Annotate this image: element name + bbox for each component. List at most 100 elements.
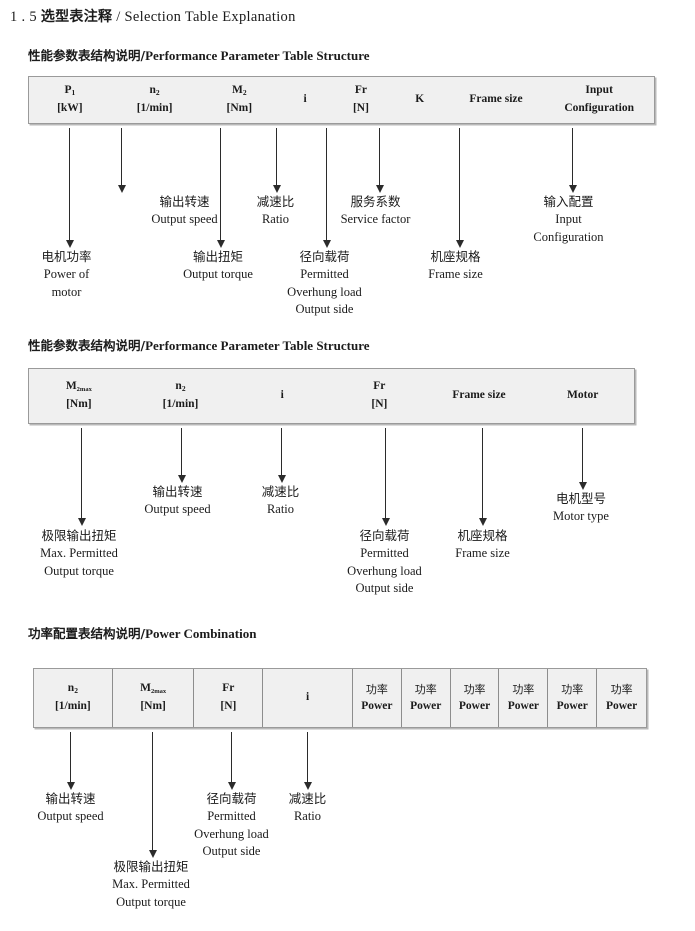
section-1-heading: 性能参数表结构说明/Performance Parameter Table St… <box>28 45 370 64</box>
table-1-col-frame-size-symbol: Frame size <box>469 93 523 106</box>
table-1-col-n2-unit: [1/min] <box>136 102 173 114</box>
arrow-to-permitted-overhung-load-2 <box>381 428 390 526</box>
note-output-speed-2-en-1: Output speed <box>144 501 211 516</box>
table-1-col-i: i <box>280 77 330 123</box>
table-3-col-power-6: 功率 Power <box>596 669 646 727</box>
table-2-col-m2max: M2max [Nm] <box>29 369 129 423</box>
table-3-col-power-1-en: Power <box>361 699 393 712</box>
arrow-to-motor-type <box>578 428 587 490</box>
note-ratio-3: 减速比 Ratio <box>280 790 335 826</box>
table-1-col-fr-unit: [N] <box>352 102 369 114</box>
note-input-configuration-cn: 输入配置 <box>543 194 594 209</box>
table-3-col-power-3-cn: 功率 <box>463 682 486 696</box>
note-power-of-motor-cn: 电机功率 <box>41 249 92 264</box>
table-3-col-power-5-cn: 功率 <box>561 682 584 696</box>
page-title-english: Selection Table Explanation <box>124 9 296 25</box>
note-input-configuration-en-2: Configuration <box>533 229 604 244</box>
note-ratio-en-1: Ratio <box>261 211 290 226</box>
arrow-to-ratio-3 <box>303 732 312 790</box>
arrow-to-permitted-overhung-load-3 <box>227 732 236 790</box>
note-max-permitted-output-torque: 极限输出扭矩 Max. Permitted Output torque <box>24 527 134 580</box>
arrow-to-output-torque <box>216 128 225 248</box>
table-2-col-frame-size: Frame size <box>427 369 532 423</box>
note-service-factor-en-1: Service factor <box>340 211 411 226</box>
table-1-col-frame-size: Frame size <box>448 77 545 123</box>
arrow-to-service-factor <box>375 128 384 193</box>
table-3-col-n2-symbol: n2 <box>67 682 78 696</box>
section-1-heading-english: Performance Parameter Table Structure <box>145 48 370 63</box>
note-input-configuration: 输入配置 Input Configuration <box>528 193 609 246</box>
note-permitted-overhung-load-2-en-1: Permitted <box>360 545 409 560</box>
table-1-col-m2: M2 [Nm] <box>198 77 280 123</box>
note-output-torque-en-1: Output torque <box>183 266 253 281</box>
table-3-col-fr: Fr [N] <box>193 669 262 727</box>
note-permitted-overhung-load-2-cn: 径向载荷 <box>359 528 410 543</box>
section-3-heading-english: Power Combination <box>145 626 257 641</box>
table-1-col-m2-symbol: M2 <box>232 84 247 98</box>
table-1-col-p1-symbol: P1 <box>64 84 76 98</box>
note-permitted-overhung-load-2-en-3: Output side <box>355 581 414 596</box>
arrow-to-input-configuration <box>568 128 577 193</box>
note-service-factor: 服务系数 Service factor <box>331 193 420 229</box>
note-output-speed: 输出转速 Output speed <box>112 193 257 229</box>
table-1-col-p1-unit: [kW] <box>57 102 83 114</box>
arrow-to-output-speed-2 <box>177 428 186 483</box>
table-2-col-fr-unit: [N] <box>371 398 388 410</box>
table-1-col-p1: P1 [kW] <box>29 77 111 123</box>
note-frame-size-2: 机座规格 Frame size <box>446 527 519 563</box>
note-permitted-overhung-load-3-cn: 径向载荷 <box>206 791 257 806</box>
table-3-col-power-4-cn: 功率 <box>512 682 535 696</box>
arrow-to-ratio-2 <box>277 428 286 483</box>
note-permitted-overhung-load-3-en-2: Overhung load <box>194 826 269 841</box>
note-service-factor-cn: 服务系数 <box>350 194 401 209</box>
table-3-col-i: i <box>262 669 352 727</box>
note-motor-type: 电机型号 Motor type <box>545 490 617 526</box>
note-input-configuration-en-1: Input <box>555 211 582 226</box>
table-3-col-power-3-en: Power <box>458 699 491 712</box>
table-3-col-fr-symbol: Fr <box>222 682 235 695</box>
table-3-col-power-2: 功率 Power <box>400 669 450 727</box>
power-combination-table: n2 [1/min] M2max [Nm] Fr [N] i 功率 Power … <box>33 668 647 728</box>
section-2-heading-english: Performance Parameter Table Structure <box>145 338 370 353</box>
note-max-permitted-output-torque-3-cn: 极限输出扭矩 <box>113 859 189 874</box>
note-output-speed-2: 输出转速 Output speed <box>140 483 215 519</box>
table-1-col-m2-unit: [Nm] <box>226 102 253 114</box>
table-1-col-input-configuration: Input Configuration <box>544 77 654 123</box>
arrow-to-output-speed <box>117 128 126 193</box>
table-3-col-power-2-en: Power <box>410 699 442 712</box>
table-2-col-m2max-symbol: M2max <box>65 380 92 394</box>
note-frame-size: 机座规格 Frame size <box>419 248 492 284</box>
note-ratio-3-en-1: Ratio <box>293 808 322 823</box>
table-3-col-power-3: 功率 Power <box>449 669 499 727</box>
arrow-to-frame-size-2 <box>478 428 487 526</box>
table-2-col-n2-symbol: n2 <box>175 380 186 394</box>
table-1-col-n2-symbol: n2 <box>149 84 160 98</box>
table-3-col-power-1-cn: 功率 <box>365 682 388 696</box>
table-1-col-k-symbol: K <box>415 93 425 106</box>
note-max-permitted-output-torque-en-2: Output torque <box>44 563 114 578</box>
note-ratio-2: 减速比 Ratio <box>253 483 308 519</box>
note-power-of-motor-en-1: Power of <box>43 266 90 281</box>
note-frame-size-2-en-1: Frame size <box>455 545 510 560</box>
note-output-torque-cn: 输出扭矩 <box>192 249 243 264</box>
table-2-col-i-symbol: i <box>280 389 284 402</box>
note-permitted-overhung-load-en-1: Permitted <box>300 266 349 281</box>
table-1-col-fr-symbol: Fr <box>354 84 367 97</box>
table-3-col-power-2-cn: 功率 <box>414 682 437 696</box>
performance-parameter-table-2: M2max [Nm] n2 [1/min] i Fr [N] Frame siz… <box>28 368 635 424</box>
table-2-col-frame-size-symbol: Frame size <box>452 389 506 402</box>
table-2-col-m2max-unit: [Nm] <box>66 398 92 410</box>
note-output-speed-2-cn: 输出转速 <box>152 484 203 499</box>
note-power-of-motor-en-2: motor <box>51 284 82 299</box>
table-3-col-n2: n2 [1/min] <box>34 669 112 727</box>
arrow-to-permitted-overhung-load <box>322 128 331 248</box>
table-3-col-power-5: 功率 Power <box>547 669 596 727</box>
table-2-col-motor: Motor <box>531 369 634 423</box>
table-3-col-fr-unit: [N] <box>220 700 237 712</box>
note-permitted-overhung-load-cn: 径向载荷 <box>299 249 350 264</box>
note-power-of-motor: 电机功率 Power of motor <box>29 248 104 301</box>
table-2-col-n2-unit: [1/min] <box>162 398 199 410</box>
note-output-speed-en-1: Output speed <box>151 211 218 226</box>
table-2-col-fr: Fr [N] <box>332 369 427 423</box>
arrow-to-output-speed-3 <box>66 732 75 790</box>
